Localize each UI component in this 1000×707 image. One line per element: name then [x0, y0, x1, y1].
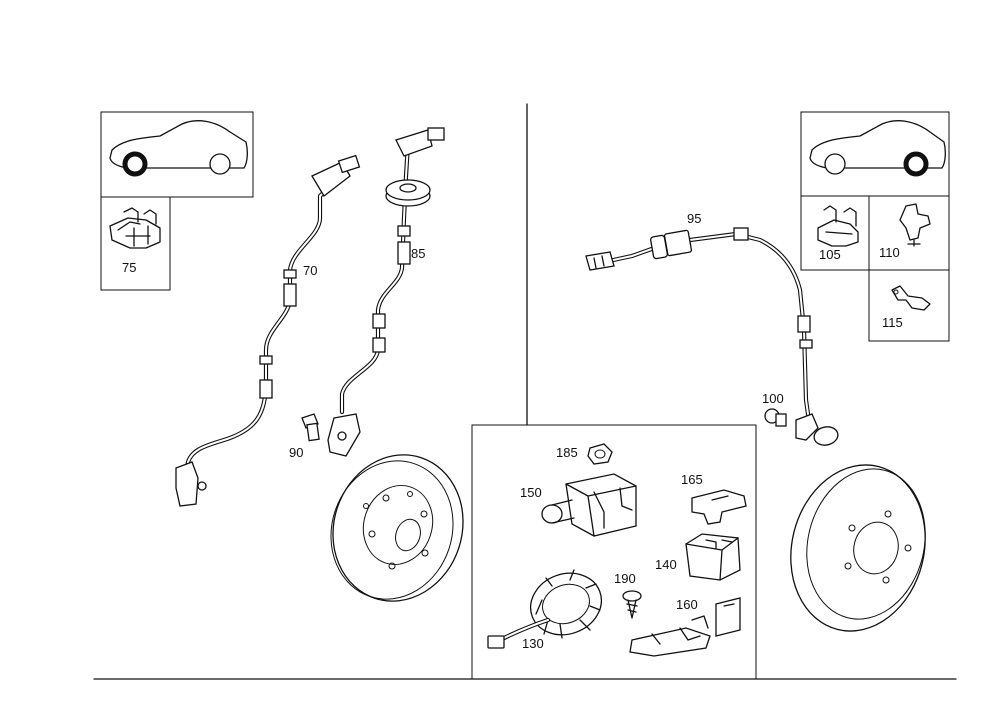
label-85: 85 [411, 246, 425, 261]
clip-75-icon [109, 207, 161, 249]
label-100: 100 [762, 391, 784, 406]
car-front-wheel-icon [109, 120, 248, 177]
sensor-cable-85: 85 [327, 127, 445, 457]
label-90: 90 [289, 445, 303, 460]
label-160: 160 [676, 597, 698, 612]
nut-185: 185 [556, 443, 613, 465]
bolt-100: 100 [762, 391, 787, 427]
label-185: 185 [556, 445, 578, 460]
part-75-box: 75 [100, 196, 171, 291]
front-brake-disc [330, 454, 464, 602]
sensor-cable-95: 95 [585, 211, 839, 446]
label-190: 190 [614, 571, 636, 586]
label-70: 70 [303, 263, 317, 278]
screw-190: 190 [614, 571, 642, 619]
label-75: 75 [122, 260, 136, 275]
label-130: 130 [522, 636, 544, 651]
part-115-box: 115 [868, 269, 950, 342]
car-rear-wheel-icon [809, 120, 946, 177]
part-105-box: 105 [800, 195, 870, 271]
label-105: 105 [819, 247, 841, 262]
label-115: 115 [882, 315, 903, 330]
bracket-165: 165 [681, 472, 747, 525]
sensor-cable-70: 70 [175, 154, 361, 507]
label-140: 140 [655, 557, 677, 572]
label-150: 150 [520, 485, 542, 500]
sensor-housing-150: 150 [520, 473, 637, 537]
parts-detail-box: 185 150 165 140 190 [471, 424, 757, 680]
bolt-90: 90 [289, 413, 320, 460]
label-165: 165 [681, 472, 703, 487]
rear-axle-indicator [800, 111, 950, 197]
part-110-box: 110 [868, 195, 950, 271]
rear-brake-disc [790, 464, 926, 632]
clip-160: 160 [629, 597, 741, 657]
label-110: 110 [879, 245, 900, 260]
connector-140: 140 [655, 533, 741, 581]
label-95: 95 [687, 211, 701, 226]
front-axle-indicator [100, 111, 254, 198]
tone-ring-130: 130 [487, 569, 603, 651]
